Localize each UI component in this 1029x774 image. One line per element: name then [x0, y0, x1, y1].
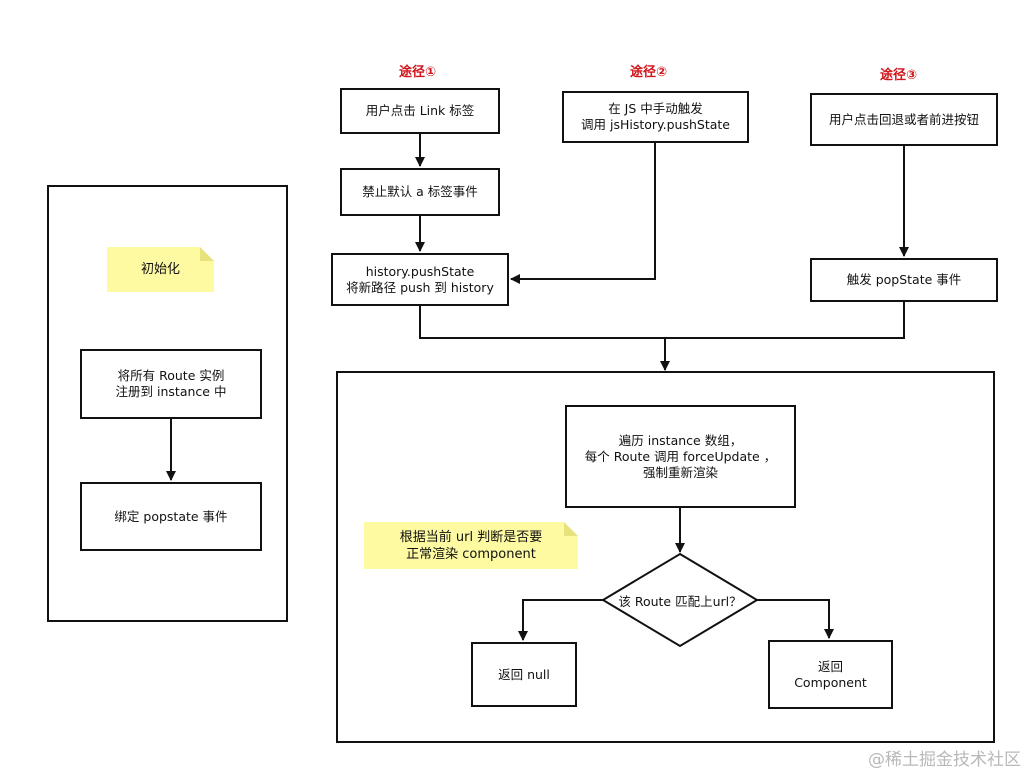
arrow-js-to-pushstate [510, 143, 656, 284]
register-node: 将所有 Route 实例 注册到 instance 中 [80, 349, 262, 419]
js-trigger-line2: 调用 jsHistory.pushState [581, 117, 730, 132]
iterate-line3: 强制重新渲染 [642, 464, 718, 480]
back-forward-node: 用户点击回退或者前进按钮 [810, 93, 998, 146]
return-component-line2: Component [794, 674, 867, 690]
line-pushstate-merge [419, 306, 665, 339]
decision-label: 该 Route 匹配上url？ [618, 594, 742, 609]
register-line2: 注册到 instance 中 [115, 384, 227, 399]
iterate-line2: 每个 Route 调用 forceUpdate ， [584, 448, 777, 464]
click-link-text: 用户点击 Link 标签 [365, 103, 475, 118]
prevent-default-node: 禁止默认 a 标签事件 [340, 168, 500, 216]
push-state-line1: history.pushState [365, 263, 475, 279]
return-component-node: 返回 Component [768, 640, 893, 709]
js-trigger-line1: 在 JS 中手动触发 [608, 101, 703, 116]
render-note-line1: 根据当前 url 判断是否要 [399, 529, 543, 545]
init-note-text: 初始化 [140, 262, 180, 277]
popstate-trigger-node: 触发 popState 事件 [810, 258, 998, 302]
init-note-fold [200, 247, 214, 261]
iterate-node: 遍历 instance 数组， 每个 Route 调用 forceUpdate … [565, 405, 796, 508]
render-frame [336, 371, 995, 743]
popstate-trigger-text: 触发 popState 事件 [846, 272, 962, 287]
watermark: @稀土掘金技术社区 [868, 750, 1021, 770]
iterate-line1: 遍历 instance 数组， [618, 432, 743, 448]
init-note: 初始化 [107, 247, 214, 292]
click-link-node: 用户点击 Link 标签 [340, 88, 500, 134]
arrow-decision-to-component [756, 599, 834, 639]
arrow-decision-to-null [518, 599, 604, 641]
init-frame [47, 185, 288, 622]
prevent-default-text: 禁止默认 a 标签事件 [362, 184, 478, 199]
js-trigger-node: 在 JS 中手动触发 调用 jsHistory.pushState [562, 91, 749, 143]
return-null-node: 返回 null [471, 642, 577, 707]
path1-label: 途径① [399, 65, 437, 80]
return-component-line1: 返回 [817, 658, 843, 674]
line-popstate-merge [665, 302, 905, 339]
render-note: 根据当前 url 判断是否要 正常渲染 component [364, 522, 578, 569]
push-state-node: history.pushState 将新路径 push 到 history [331, 253, 509, 306]
push-state-line2: 将新路径 push 到 history [346, 279, 494, 295]
return-null-text: 返回 null [498, 666, 550, 682]
render-note-line2: 正常渲染 component [406, 546, 536, 562]
decision-diamond [601, 552, 759, 648]
path2-label: 途径② [630, 65, 668, 80]
bind-popstate-text: 绑定 popstate 事件 [114, 508, 228, 524]
path3-label: 途径③ [880, 68, 918, 83]
bind-popstate-node: 绑定 popstate 事件 [80, 482, 262, 551]
register-line1: 将所有 Route 实例 [117, 368, 225, 383]
render-note-fold [564, 522, 578, 536]
back-forward-text: 用户点击回退或者前进按钮 [828, 111, 979, 127]
